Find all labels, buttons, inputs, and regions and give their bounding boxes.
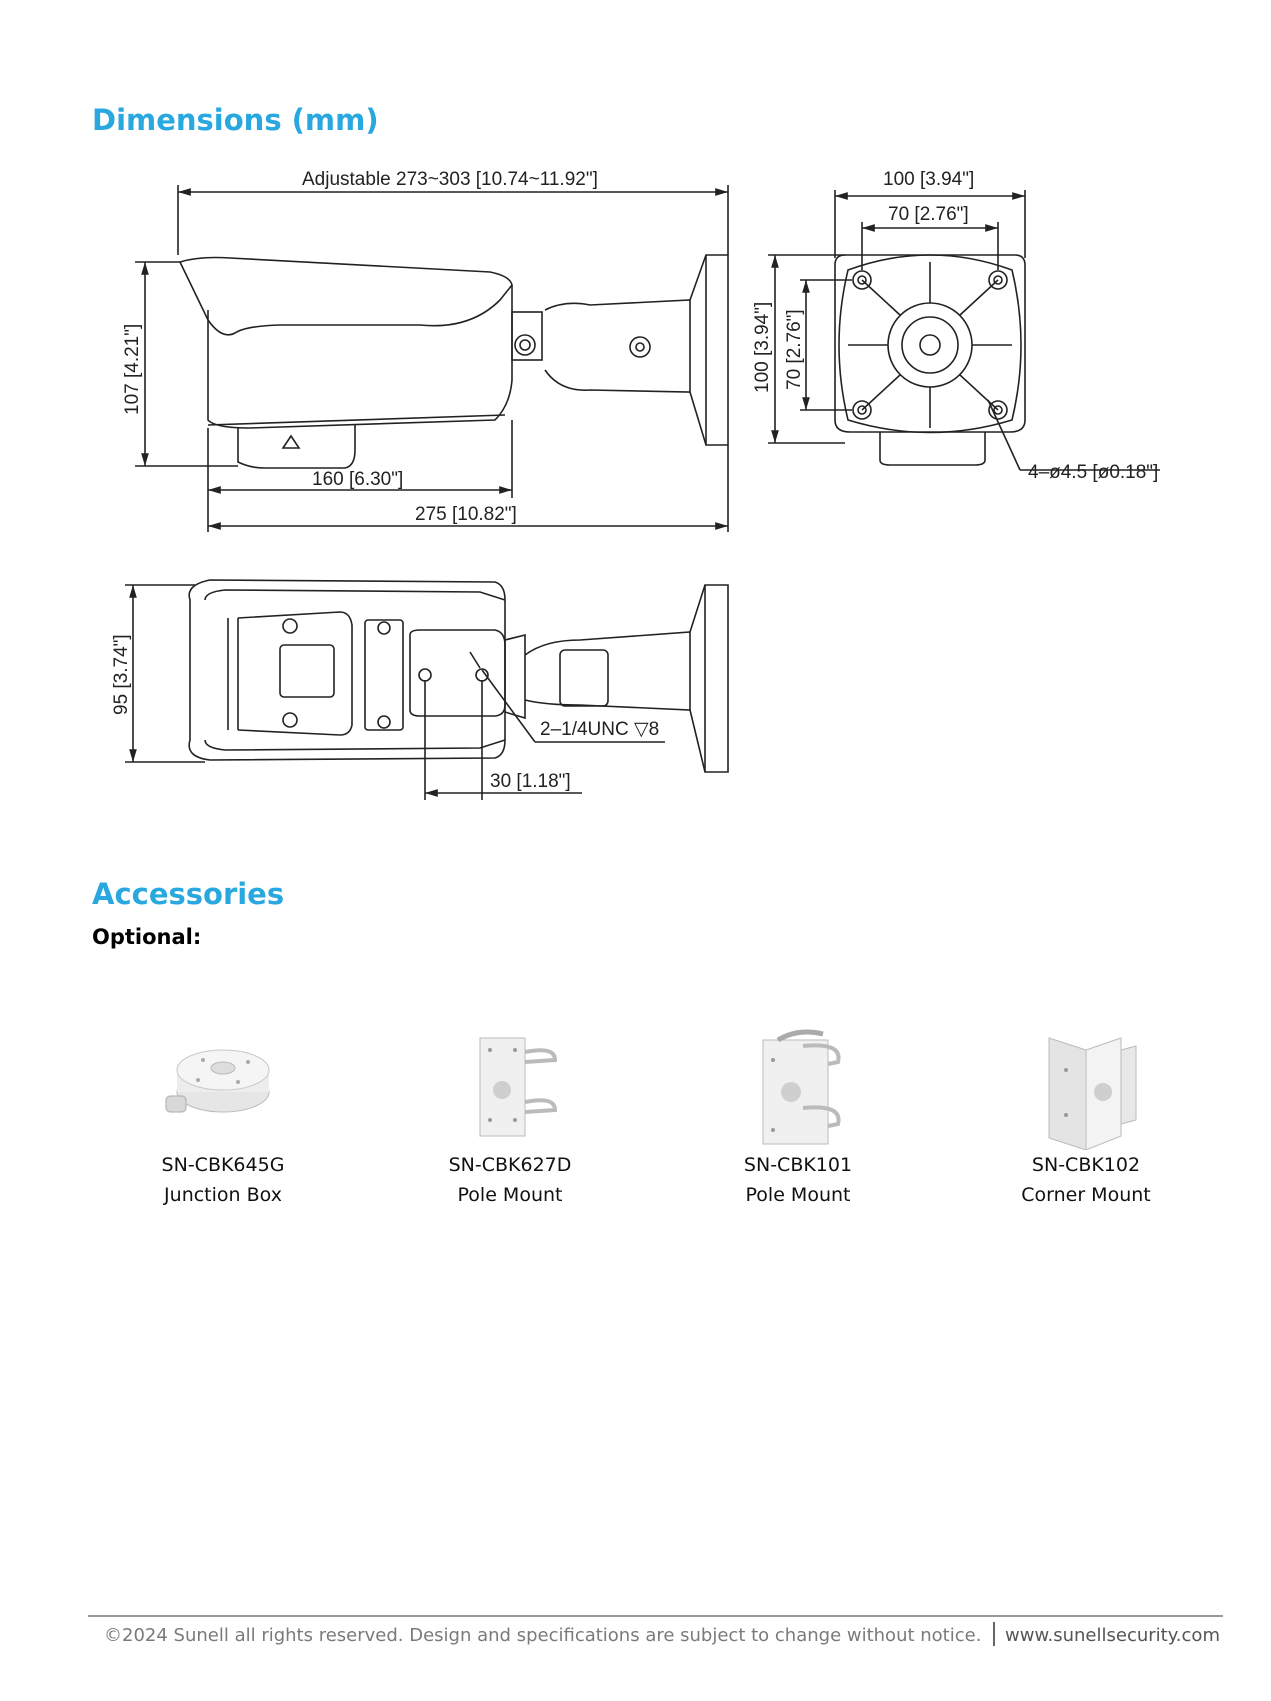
dim-w70: 70 [2.76"]	[888, 204, 969, 225]
accessory-code: SN-CBK627D	[448, 1154, 572, 1176]
accessory-code: SN-CBK102	[1031, 1154, 1141, 1176]
accessories-heading: Accessories	[92, 877, 285, 911]
dim-v100: 100 [3.94"]	[752, 302, 773, 393]
accessory-name: Junction Box	[164, 1184, 282, 1206]
dim-l275: 275 [10.82"]	[415, 504, 517, 525]
accessory-code: SN-CBK101	[743, 1154, 853, 1176]
corner-mount-icon	[1021, 1020, 1151, 1151]
dim-unc: 2–1/4UNC ▽8	[540, 719, 659, 740]
accessory-name: Corner Mount	[1021, 1184, 1151, 1206]
footer-copyright: ©2024 Sunell all rights reserved. Design…	[104, 1625, 982, 1646]
dim-l30: 30 [1.18"]	[490, 771, 571, 792]
accessory-name: Pole Mount	[457, 1184, 563, 1206]
dim-holes: 4–ø4.5 [ø0.18"]	[1028, 462, 1158, 483]
accessory-item: SN-CBK645G Junction Box	[88, 1020, 358, 1210]
dim-h95: 95 [3.74"]	[111, 634, 132, 715]
dimensions-heading: Dimensions (mm)	[92, 103, 379, 137]
accessory-name: Pole Mount	[745, 1184, 851, 1206]
footer-divider	[88, 1615, 1223, 1617]
dim-w100: 100 [3.94"]	[883, 169, 974, 190]
accessory-item: SN-CBK101 Pole Mount	[663, 1020, 933, 1210]
dim-v70: 70 [2.76"]	[784, 309, 805, 390]
dim-h107: 107 [4.21"]	[122, 324, 143, 415]
pole-mount-icon	[733, 1020, 863, 1150]
accessory-code: SN-CBK645G	[161, 1154, 285, 1176]
accessory-item: SN-CBK627D Pole Mount	[375, 1020, 645, 1210]
footer-separator	[993, 1622, 995, 1646]
pole-mount-icon	[445, 1020, 575, 1150]
dimension-drawings: Adjustable 273~303 [10.74~11.92"] 107 [4…	[111, 169, 1160, 800]
dim-adjustable: Adjustable 273~303 [10.74~11.92"]	[302, 169, 598, 190]
junction-box-icon	[158, 1020, 288, 1150]
accessory-item: SN-CBK102 Corner Mount	[951, 1020, 1221, 1210]
optional-label: Optional:	[92, 925, 202, 949]
footer-website-link[interactable]: www.sunellsecurity.com	[1005, 1625, 1220, 1646]
dim-l160: 160 [6.30"]	[312, 469, 403, 490]
